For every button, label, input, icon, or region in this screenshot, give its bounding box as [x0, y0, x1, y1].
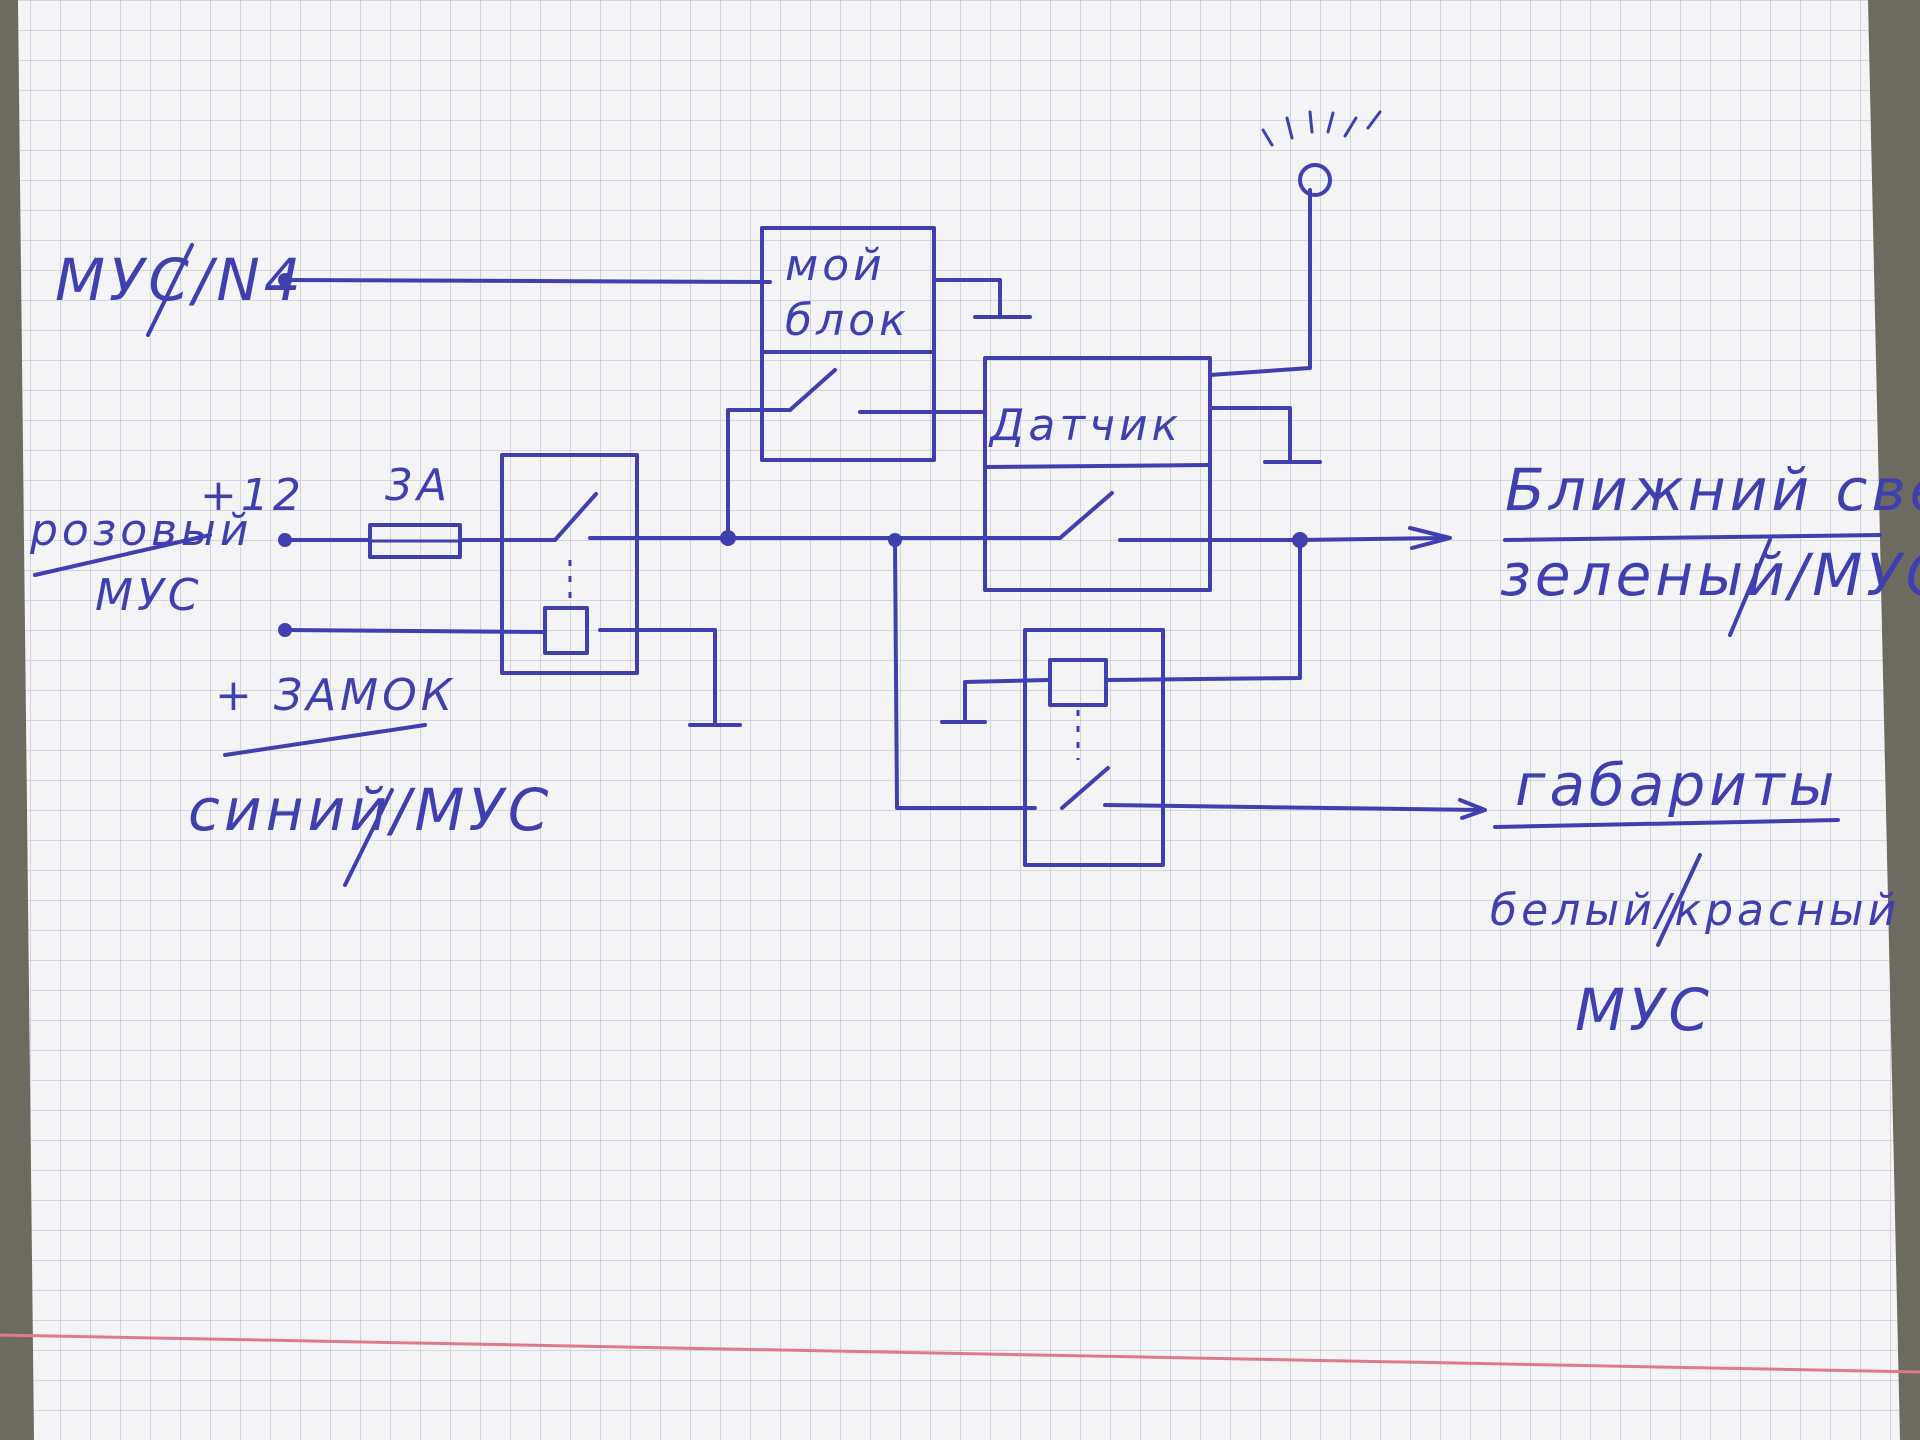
parking-relay: [1023, 628, 1165, 867]
antenna-icon: [1261, 110, 1382, 197]
label-fuse: 3А: [385, 460, 451, 511]
label-mus-bottom: МУС: [1575, 976, 1713, 1044]
label-mus-pink: МУС: [95, 570, 203, 621]
label-my-block-line1: мой: [785, 240, 886, 291]
label-pink: розовый: [29, 505, 252, 556]
label-my-block-line2: блок: [785, 295, 910, 346]
label-parking: габариты: [1515, 751, 1838, 819]
label-plus-lock: + ЗАМОК: [215, 670, 456, 721]
label-low-beam: Ближний свет: [1505, 456, 1920, 524]
my-block: [760, 226, 936, 462]
label-mus-n4: МУС/N4: [55, 246, 305, 314]
lock-relay: [500, 453, 639, 675]
label-sensor: Датчик: [988, 400, 1182, 451]
label-strokes: [33, 243, 1882, 947]
sensor-block: [983, 356, 1212, 592]
label-blue-mus: синий/МУС: [188, 776, 552, 844]
wires: [283, 188, 1487, 820]
margin-line: [0, 1333, 1920, 1374]
label-plus12: +12: [200, 470, 305, 521]
label-white-red: белый/красный: [1490, 885, 1900, 936]
junction-dots: [278, 273, 1308, 637]
label-green-mus: зеленый/МУС: [1500, 541, 1920, 609]
